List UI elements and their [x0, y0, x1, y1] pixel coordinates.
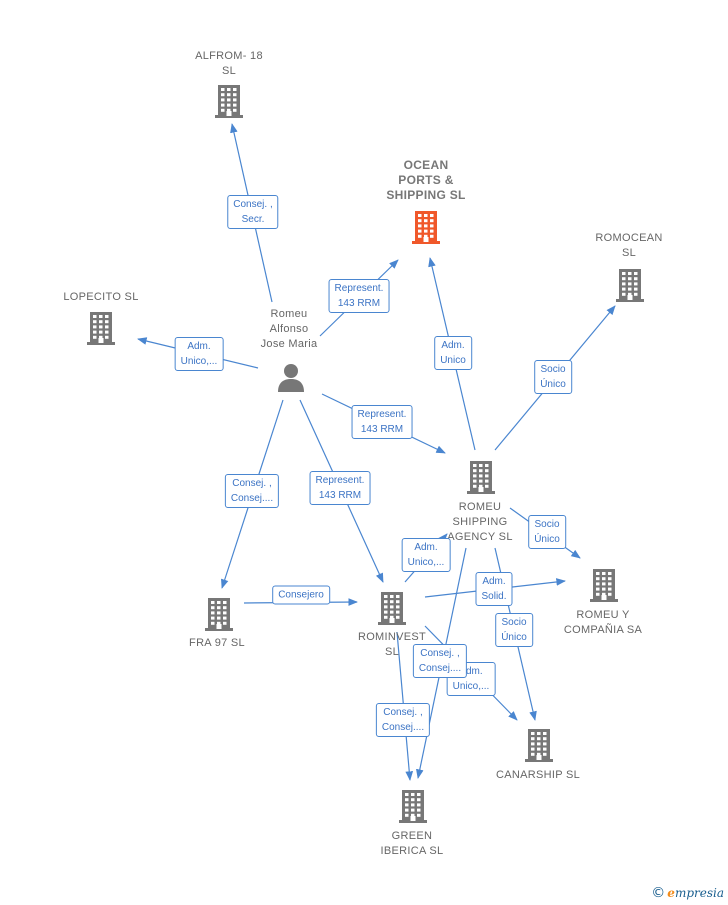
- brand-name: mpresia: [674, 886, 724, 900]
- node-label-fra97[interactable]: FRA 97 SL: [189, 637, 245, 649]
- edge-label[interactable]: Consej. ,Consej....: [375, 703, 431, 737]
- building-icon[interactable]: [466, 460, 496, 499]
- edge-label[interactable]: Consej. ,Consej....: [412, 644, 468, 678]
- edge-label[interactable]: Adm.Solid.: [475, 572, 513, 606]
- edge-label[interactable]: Consej. ,Secr.: [227, 195, 279, 229]
- edge-label[interactable]: Represent.143 RRM: [309, 471, 371, 505]
- building-icon[interactable]: [589, 568, 619, 607]
- building-icon[interactable]: [398, 789, 428, 828]
- empresia-brand: ©empresia: [651, 885, 724, 901]
- edge-label[interactable]: Adm.Unico,...: [174, 337, 224, 371]
- building-icon[interactable]: [615, 268, 645, 307]
- building-icon[interactable]: [524, 728, 554, 767]
- edge-label[interactable]: Consej. ,Consej....: [224, 474, 280, 508]
- edge-label[interactable]: Consejero: [272, 585, 330, 605]
- brand-letter-e: e: [667, 886, 675, 900]
- building-icon[interactable]: [411, 210, 441, 249]
- copyright-symbol: ©: [651, 885, 666, 901]
- building-icon[interactable]: [204, 597, 234, 636]
- node-label-canarship[interactable]: CANARSHIP SL: [495, 769, 581, 781]
- building-icon[interactable]: [86, 311, 116, 350]
- edge-lines: [137, 123, 616, 781]
- edge-label[interactable]: Adm.Unico: [434, 336, 472, 370]
- node-label-lopecito[interactable]: LOPECITO SL: [63, 291, 139, 303]
- building-icon[interactable]: [377, 591, 407, 630]
- edge-label[interactable]: Represent.143 RRM: [351, 405, 413, 439]
- edge-label[interactable]: Adm.Unico,...: [401, 538, 451, 572]
- building-icon[interactable]: [214, 84, 244, 123]
- person-icon[interactable]: [276, 362, 306, 397]
- edge-label[interactable]: Represent.143 RRM: [328, 279, 390, 313]
